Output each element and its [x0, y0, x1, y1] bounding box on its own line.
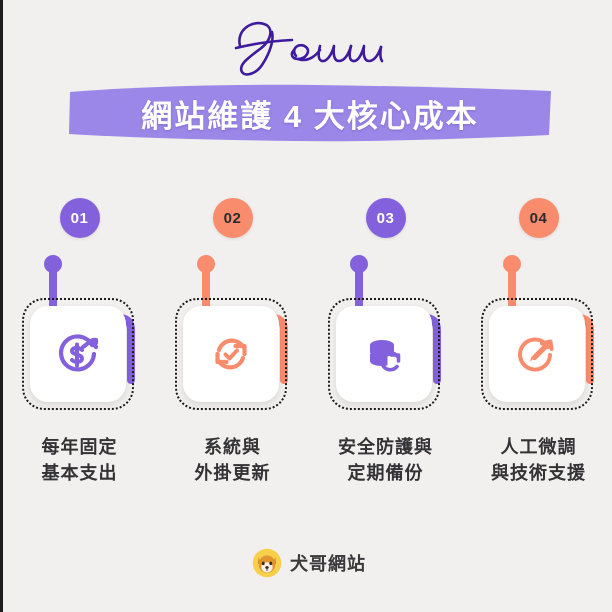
database-backup-icon [370, 340, 401, 372]
pencil-refresh-icon [518, 337, 554, 372]
step-caption-03-line1: 安全防護與 [338, 437, 433, 457]
step-column-03: 03 安全防護與 [309, 198, 462, 486]
step-caption-04: 人工微調 與技術支援 [491, 434, 586, 486]
step-caption-02: 系統與 外掛更新 [195, 434, 271, 486]
dollar-refresh-growth-icon [58, 334, 99, 372]
step-caption-03-line2: 定期備份 [347, 463, 424, 484]
step-caption-02-line2: 外掛更新 [194, 463, 271, 484]
step-caption-01-line2: 基本支出 [41, 463, 118, 484]
footer-brand-name: 犬哥網站 [290, 554, 366, 574]
step-badge-02: 02 [212, 198, 253, 238]
step-column-02: 02 系統與 外掛 [156, 198, 309, 486]
step-badge-03: 03 [365, 198, 406, 238]
page-title: 網站維護 4 大核心成本 [141, 98, 479, 134]
icon-card-01 [30, 306, 126, 402]
card-dotted-outline-01 [22, 298, 134, 410]
icon-card-04 [489, 306, 585, 402]
icon-card-03 [336, 306, 432, 402]
title-banner-brush [69, 84, 551, 142]
step-caption-01: 每年固定 基本支出 [42, 434, 118, 486]
step-column-04: 04 人工微調 與技術支援 [462, 198, 612, 486]
step-connector-04 [462, 255, 612, 410]
card-dotted-outline-04 [481, 298, 593, 410]
step-column-01: 01 每年固定 基 [3, 198, 156, 486]
steps-row: 01 每年固定 基 [3, 198, 612, 486]
step-badge-01: 01 [59, 198, 100, 238]
step-caption-01-line1: 每年固定 [41, 437, 118, 457]
icon-card-02 [183, 306, 279, 402]
title-banner: 網站維護 4 大核心成本 [65, 82, 555, 144]
step-badge-04: 04 [518, 198, 559, 238]
sync-check-icon [215, 338, 247, 370]
card-dotted-outline-02 [175, 298, 287, 410]
step-caption-03: 安全防護與 定期備份 [338, 434, 433, 486]
step-connector-03 [309, 255, 462, 410]
step-connector-01 [3, 255, 156, 410]
step-caption-02-line1: 系統與 [204, 437, 261, 457]
script-heading-four-glyph [234, 21, 384, 76]
script-heading-four [3, 16, 612, 83]
step-caption-04-line1: 人工微調 [500, 437, 577, 457]
footer-brand: 犬哥網站 [3, 548, 612, 578]
fox-face-logo-icon [252, 548, 282, 578]
step-caption-04-line2: 與技術支援 [491, 463, 586, 484]
step-connector-02 [156, 255, 309, 410]
card-dotted-outline-03 [328, 298, 440, 410]
